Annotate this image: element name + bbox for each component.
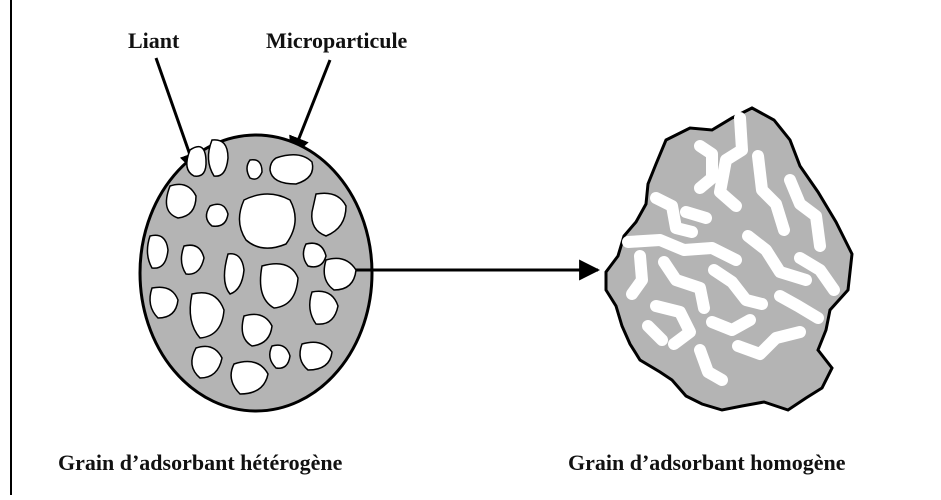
arrow-microparticule	[292, 60, 330, 156]
heterogeneous-grain	[140, 135, 372, 411]
microparticle	[187, 147, 206, 177]
microparticle	[270, 345, 290, 368]
label-liant: Liant	[128, 28, 180, 53]
microparticle	[270, 155, 313, 184]
caption-heterogeneous: Grain d’adsorbant hétérogène	[58, 450, 343, 475]
pore-channel	[686, 212, 706, 218]
caption-homogeneous: Grain d’adsorbant homogène	[568, 450, 846, 475]
microparticle	[206, 204, 228, 226]
microparticle	[239, 194, 295, 248]
homogeneous-grain	[606, 108, 852, 410]
microparticle	[247, 160, 262, 179]
label-microparticule: Microparticule	[266, 28, 408, 53]
microparticle	[208, 140, 228, 176]
